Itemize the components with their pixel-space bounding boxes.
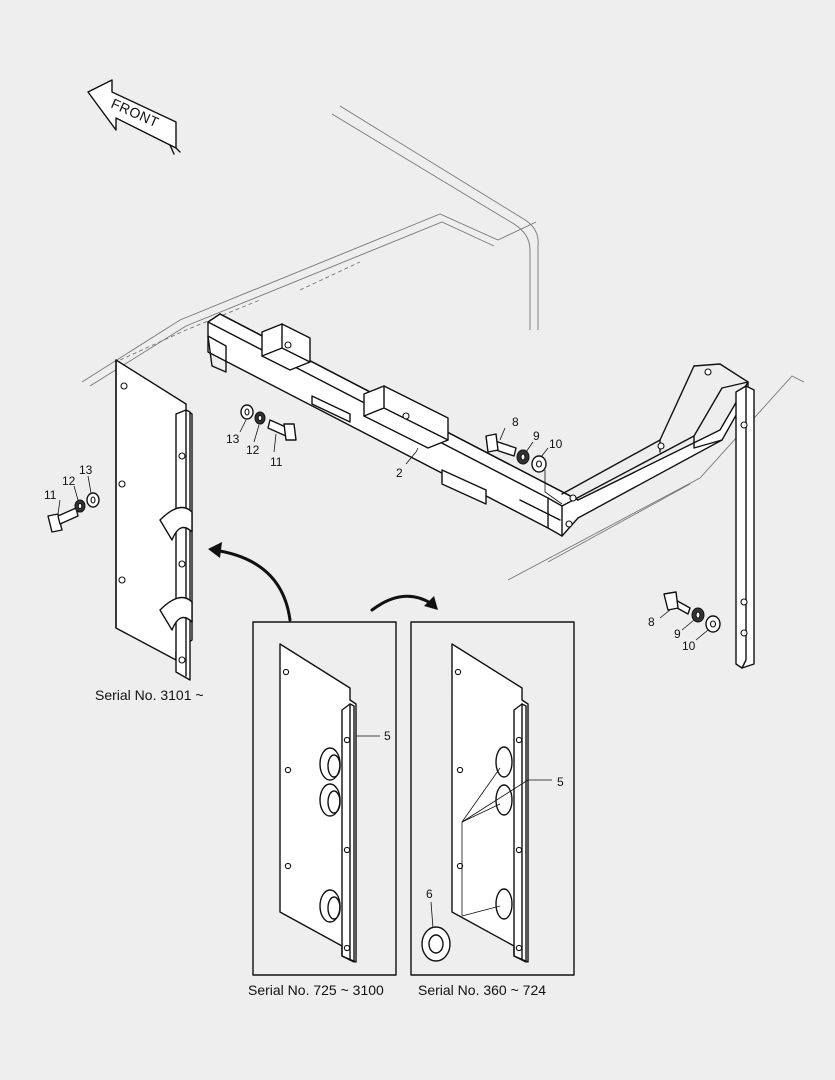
plate-main bbox=[115, 359, 193, 681]
callout-11-mid: 11 bbox=[270, 455, 283, 469]
callout-8-top: 8 bbox=[512, 415, 519, 429]
fasteners-bottom-right bbox=[659, 591, 721, 641]
inset-box-left bbox=[252, 621, 397, 976]
callout-10-top: 10 bbox=[549, 437, 563, 451]
callout-labels: 2 8 9 10 8 9 10 13 12 11 11 12 13 5 5 6 bbox=[44, 415, 696, 901]
fasteners-top-right bbox=[485, 427, 563, 505]
plate-inset-left bbox=[279, 643, 380, 963]
callout-11-left: 11 bbox=[44, 488, 57, 502]
caption-inset-right: Serial No. 360 ~ 724 bbox=[418, 982, 546, 998]
callout-2: 2 bbox=[396, 466, 403, 480]
fasteners-middle bbox=[239, 404, 297, 453]
plate-inset-right bbox=[421, 643, 552, 963]
caption-inset-left: Serial No. 725 ~ 3100 bbox=[248, 982, 384, 998]
vertical-bar bbox=[735, 385, 755, 669]
callout-8-bottom: 8 bbox=[648, 615, 655, 629]
callout-13-mid: 13 bbox=[226, 432, 240, 446]
callout-12-mid: 12 bbox=[246, 443, 260, 457]
callout-arrows bbox=[208, 542, 438, 622]
callout-10-bottom: 10 bbox=[682, 639, 696, 653]
callout-5-inset-right: 5 bbox=[557, 775, 564, 789]
callout-6: 6 bbox=[426, 887, 433, 901]
machine-outline bbox=[81, 105, 805, 581]
inset-box-right bbox=[410, 621, 575, 976]
callout-9-bottom: 9 bbox=[674, 627, 681, 641]
front-arrow: FRONT bbox=[87, 79, 181, 155]
callout-5-inset-left: 5 bbox=[384, 729, 391, 743]
frame-part-2 bbox=[207, 313, 749, 537]
callout-13-left: 13 bbox=[79, 463, 93, 477]
callout-9-top: 9 bbox=[533, 429, 540, 443]
caption-main: Serial No. 3101 ~ bbox=[95, 687, 204, 703]
fasteners-left bbox=[47, 475, 100, 533]
callout-12-left: 12 bbox=[62, 474, 76, 488]
